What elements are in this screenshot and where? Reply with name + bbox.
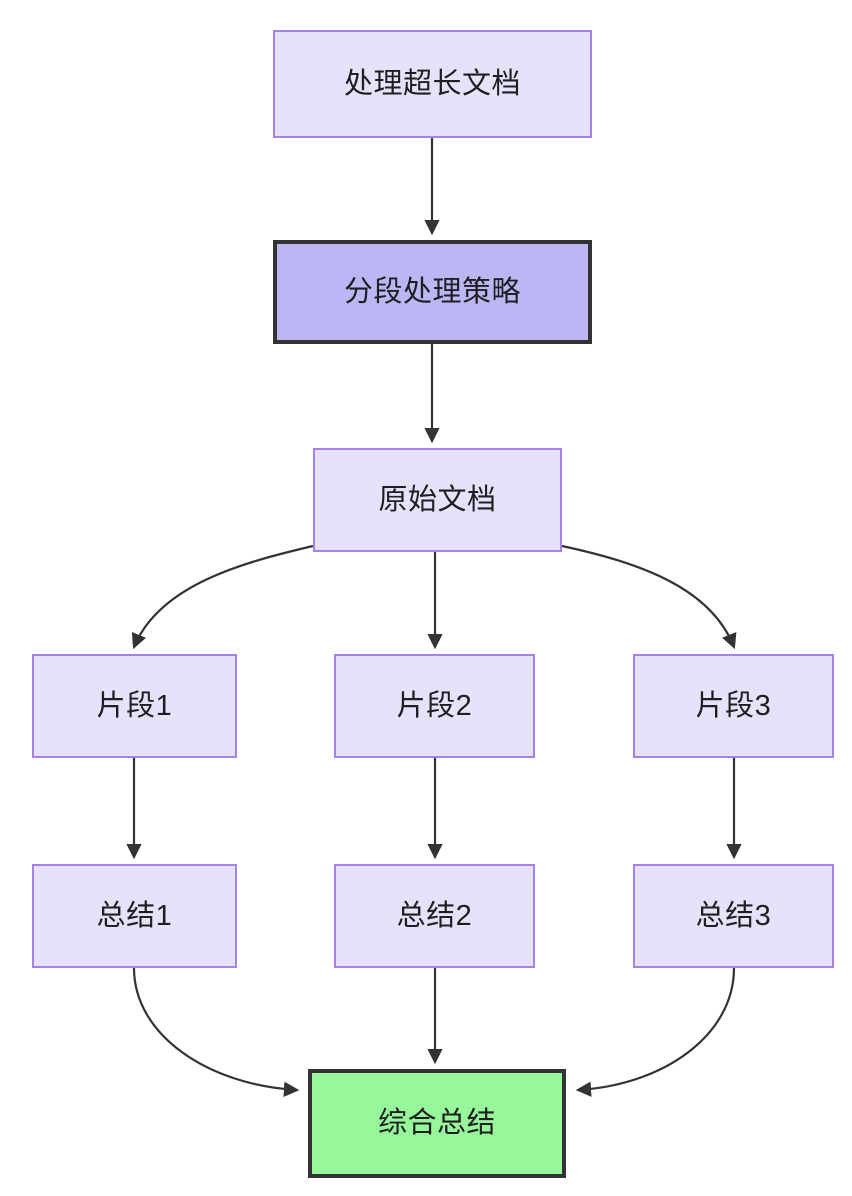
node-label: 分段处理策略 bbox=[343, 275, 521, 308]
node-label: 片段1 bbox=[96, 689, 173, 722]
node-chunk-1[interactable]: 片段1 bbox=[32, 654, 237, 758]
node-label: 片段2 bbox=[396, 689, 473, 722]
node-process-long-document[interactable]: 处理超长文档 bbox=[273, 30, 592, 138]
node-label: 原始文档 bbox=[378, 483, 497, 516]
node-label: 总结2 bbox=[396, 899, 473, 932]
node-combined-summary[interactable]: 综合总结 bbox=[308, 1069, 566, 1178]
node-label: 综合总结 bbox=[377, 1107, 496, 1140]
node-summary-2[interactable]: 总结2 bbox=[334, 864, 535, 968]
node-summary-3[interactable]: 总结3 bbox=[633, 864, 834, 968]
edge-summary3-to-final bbox=[575, 967, 736, 1097]
node-chunking-strategy[interactable]: 分段处理策略 bbox=[273, 240, 592, 344]
edge-summary1-to-final bbox=[132, 967, 300, 1097]
node-chunk-2[interactable]: 片段2 bbox=[334, 654, 535, 758]
edge-source-to-chunk3 bbox=[561, 544, 737, 650]
node-summary-1[interactable]: 总结1 bbox=[32, 864, 237, 968]
node-chunk-3[interactable]: 片段3 bbox=[633, 654, 834, 758]
edge-source-to-chunk1 bbox=[131, 544, 314, 650]
node-label: 总结1 bbox=[96, 899, 173, 932]
node-label: 片段3 bbox=[695, 689, 772, 722]
node-source-document[interactable]: 原始文档 bbox=[313, 448, 562, 552]
node-label: 总结3 bbox=[695, 899, 772, 932]
node-label: 处理超长文档 bbox=[343, 67, 521, 100]
